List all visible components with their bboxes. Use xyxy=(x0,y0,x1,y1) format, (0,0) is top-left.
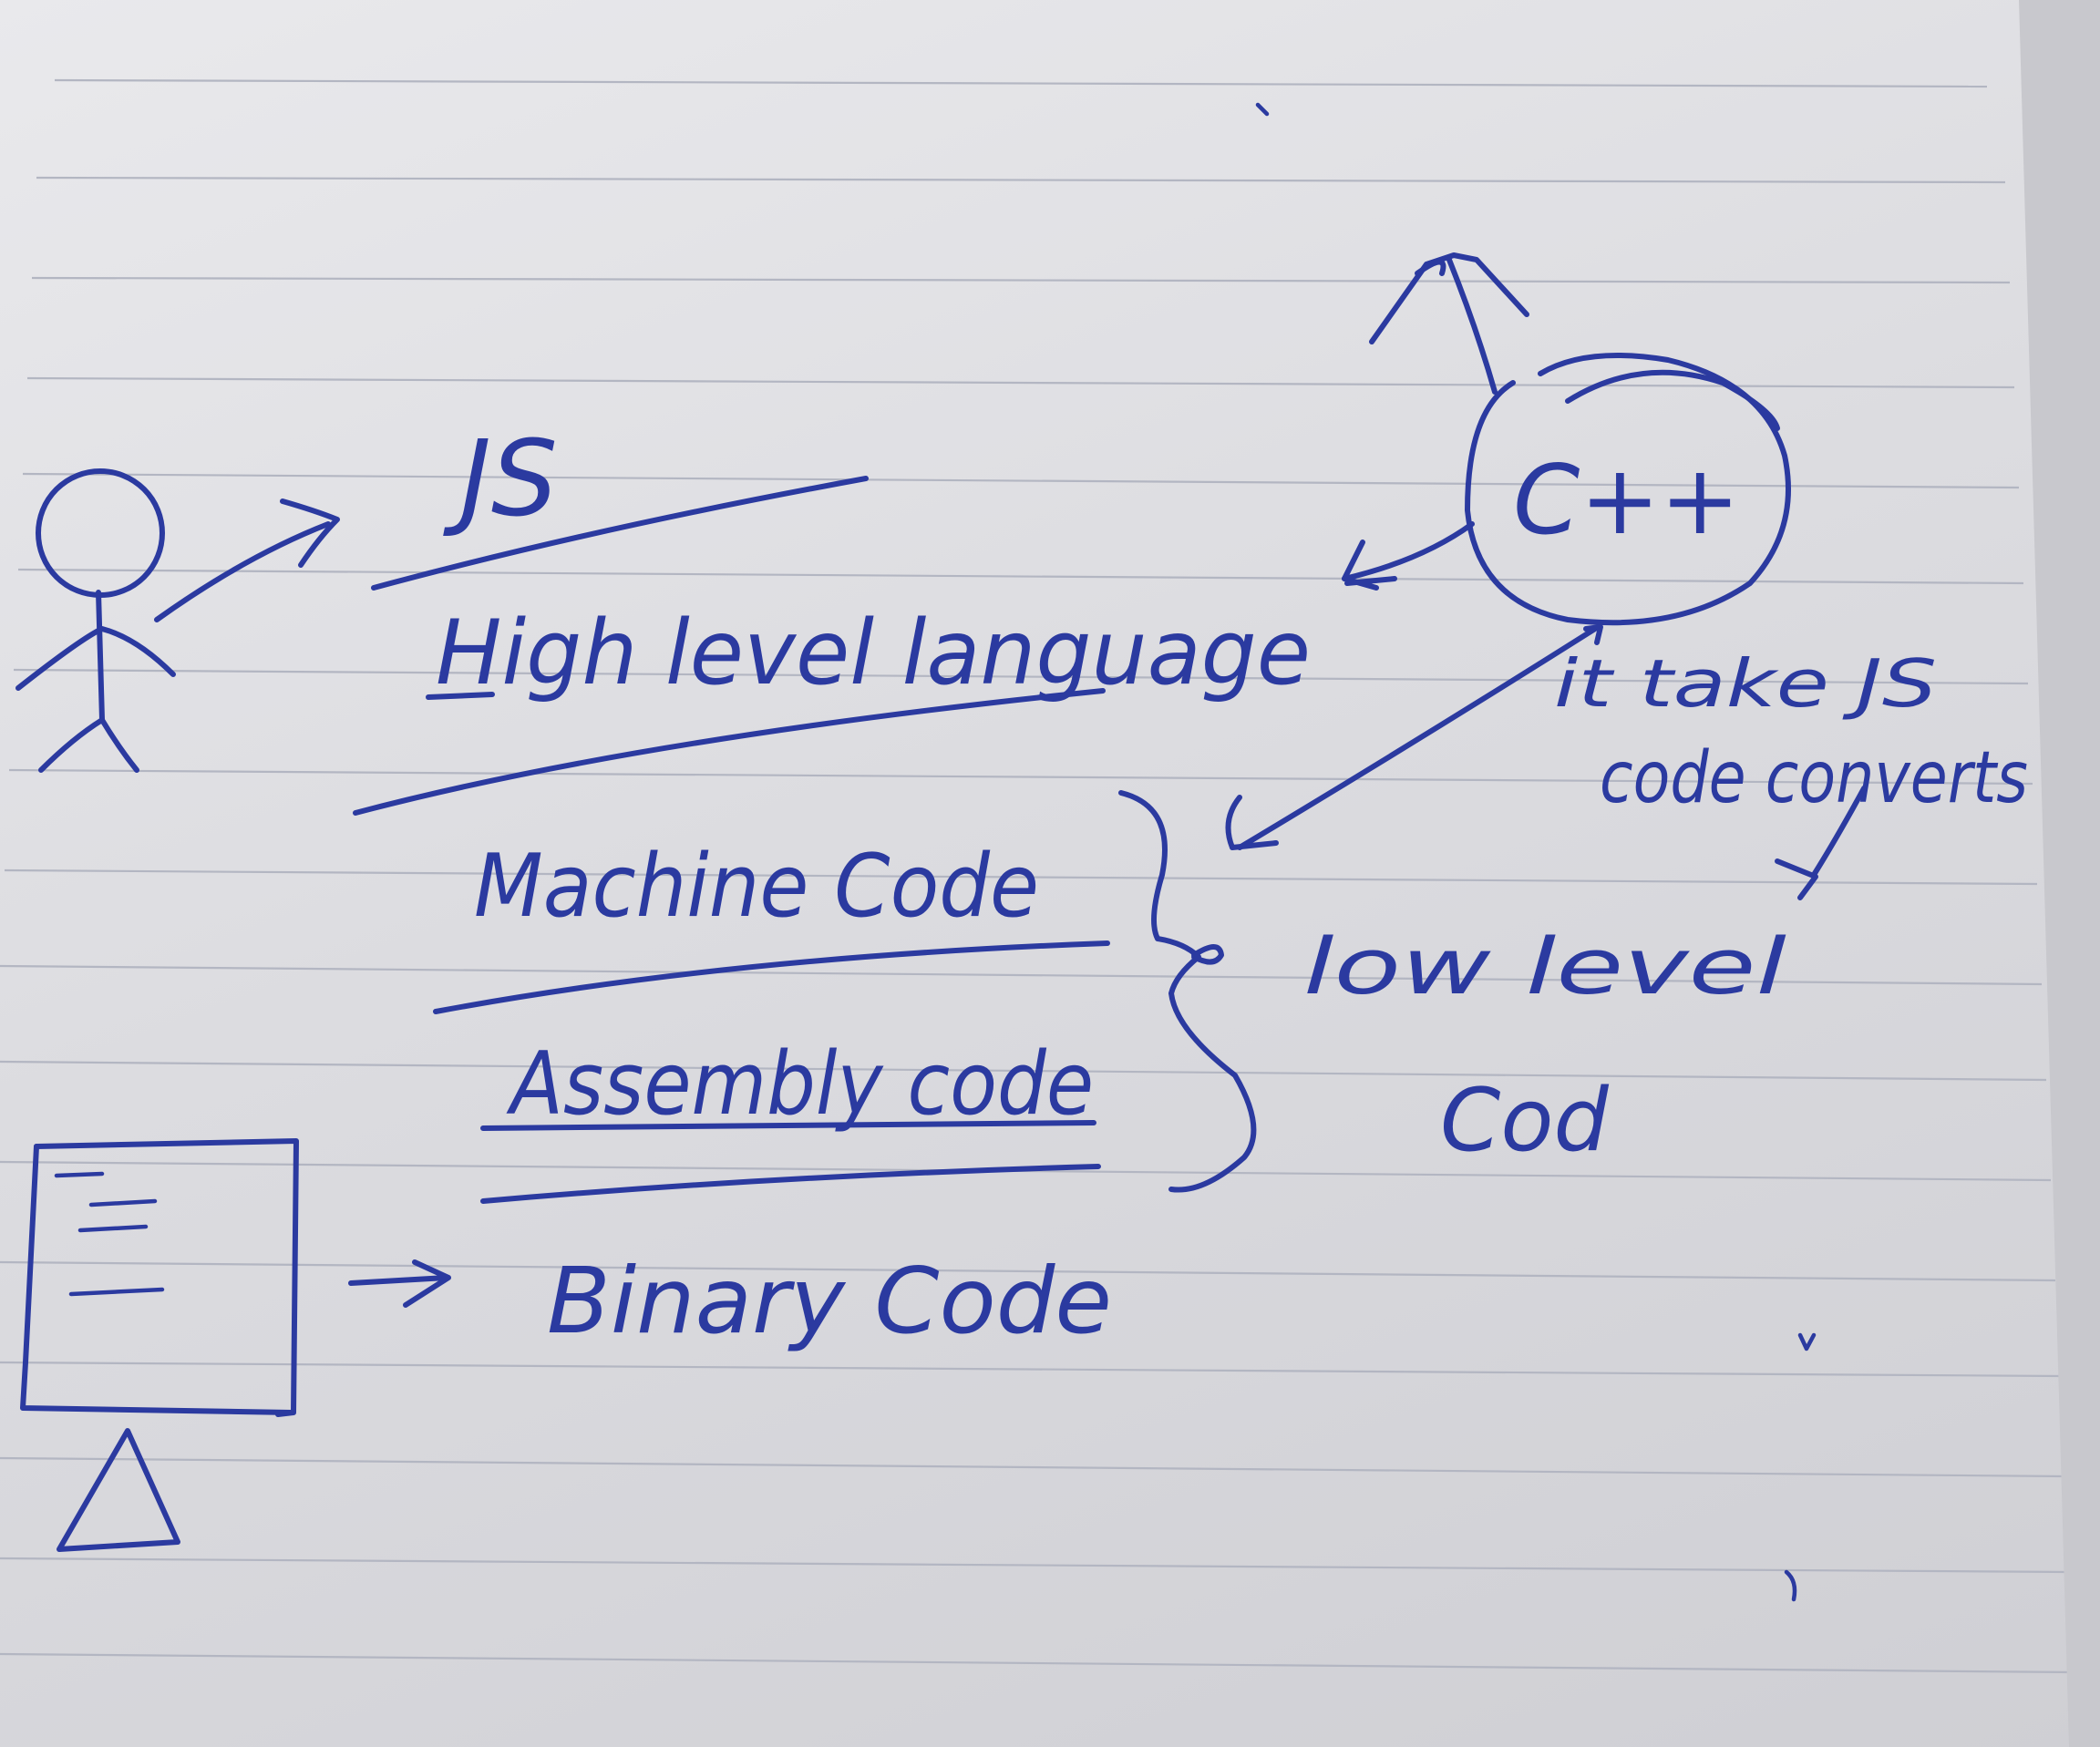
svg-text:Cod: Cod xyxy=(1440,1071,1609,1171)
svg-text:code converts: code converts xyxy=(1600,737,2028,819)
machine-code-underline xyxy=(433,940,1110,1014)
svg-text:JS: JS xyxy=(443,418,558,540)
ruled-lines xyxy=(0,78,2074,1674)
svg-text:Binary Code: Binary Code xyxy=(547,1248,1112,1354)
svg-text:it take JS: it take JS xyxy=(1554,645,1937,722)
computer-monitor-icon xyxy=(20,1138,299,1552)
brace-loop xyxy=(1191,944,1224,965)
high-level-underline xyxy=(353,688,1106,816)
high-level-language-label: High level language xyxy=(436,601,1311,705)
machine-code-label: Machine Code xyxy=(474,837,1039,937)
arrow-cpp-to-machine-code xyxy=(1225,624,1603,850)
strike-mark xyxy=(426,692,495,700)
svg-text:High level language: High level language xyxy=(436,601,1311,705)
stick-figure-icon xyxy=(15,468,176,773)
curly-brace xyxy=(1118,790,1257,1193)
assembly-underline xyxy=(480,1164,1101,1204)
assembly-code-label: Assembly code xyxy=(506,1034,1094,1135)
svg-text:Machine Code: Machine Code xyxy=(474,837,1039,937)
arrow-cpp-to-high-level xyxy=(1342,521,1475,591)
svg-text:Assembly code: Assembly code xyxy=(506,1034,1094,1135)
js-underline xyxy=(371,476,869,591)
arrow-person-to-js xyxy=(154,498,340,622)
arrow-to-low-level xyxy=(1775,786,1867,900)
stray-mark xyxy=(1255,102,1270,117)
arrow-up-from-cpp xyxy=(1369,252,1529,395)
svg-text:C++: C++ xyxy=(1513,445,1740,556)
svg-text:low level: low level xyxy=(1303,922,1787,1012)
low-level-note: low level Cod xyxy=(1303,922,1787,1171)
cpp-node: C++ xyxy=(1465,353,1792,626)
js-label: JS xyxy=(443,418,558,540)
page-edge xyxy=(2019,0,2100,1747)
arrow-monitor-to-binary xyxy=(348,1259,451,1308)
assembly-underline-short xyxy=(480,1120,1096,1131)
stray-mark xyxy=(1797,1332,1817,1351)
conversion-note: it take JS code converts xyxy=(1554,645,2028,819)
binary-code-label: Binary Code xyxy=(547,1248,1112,1354)
stray-mark xyxy=(1784,1569,1797,1602)
